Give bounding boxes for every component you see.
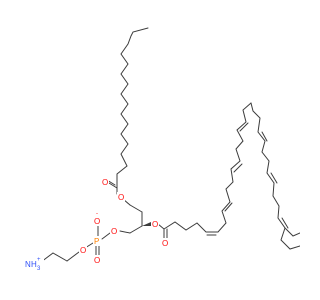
- bond: [101, 232, 111, 240]
- bond: [250, 102, 300, 250]
- oxygen-atom: O: [94, 217, 100, 226]
- atom-labels: N H 3 + O P O - O O O O O O: [22, 177, 169, 272]
- oxygen-atom: O: [162, 239, 168, 248]
- oxygen-atom: O: [80, 246, 86, 255]
- negative-charge: -: [96, 211, 98, 217]
- headgroup-bonds: [40, 198, 143, 263]
- oxygen-atom: O: [118, 193, 124, 202]
- double-bond: [281, 217, 289, 229]
- bond: [129, 204, 143, 213]
- double-bond: [224, 202, 233, 212]
- oxygen-atom: O: [152, 220, 158, 229]
- bond: [116, 27, 149, 189]
- hydrogen-atom: H: [31, 260, 37, 269]
- bond: [52, 252, 68, 262]
- bond: [129, 225, 143, 234]
- oxygen-atom: O: [102, 178, 108, 187]
- positive-charge: +: [37, 257, 41, 263]
- double-bond: [270, 172, 278, 184]
- molecule-diagram: N H 3 + O P O - O O O O O O: [22, 27, 300, 272]
- double-bond: [261, 131, 268, 142]
- stearoyl-chain: [106, 27, 149, 195]
- double-bond: [233, 163, 243, 173]
- nitrogen-atom: N: [25, 260, 31, 269]
- stereo-wedge: [142, 222, 152, 226]
- oxygen-atom: O: [94, 256, 100, 265]
- bond: [119, 230, 131, 234]
- structure-canvas: N H 3 + O P O - O O O O O O: [22, 27, 300, 272]
- phosphorus-atom: P: [94, 237, 99, 246]
- dha-chain: [157, 102, 300, 250]
- bond: [284, 227, 300, 237]
- bond: [163, 102, 252, 233]
- oxygen-atom: O: [111, 227, 117, 236]
- dha-double-bonds: [206, 122, 289, 236]
- bond: [108, 182, 118, 189]
- bond: [66, 251, 80, 262]
- ammonium-group: N H 3 +: [22, 257, 44, 272]
- double-bond: [239, 122, 249, 132]
- hydrogen-count: 3: [37, 266, 41, 272]
